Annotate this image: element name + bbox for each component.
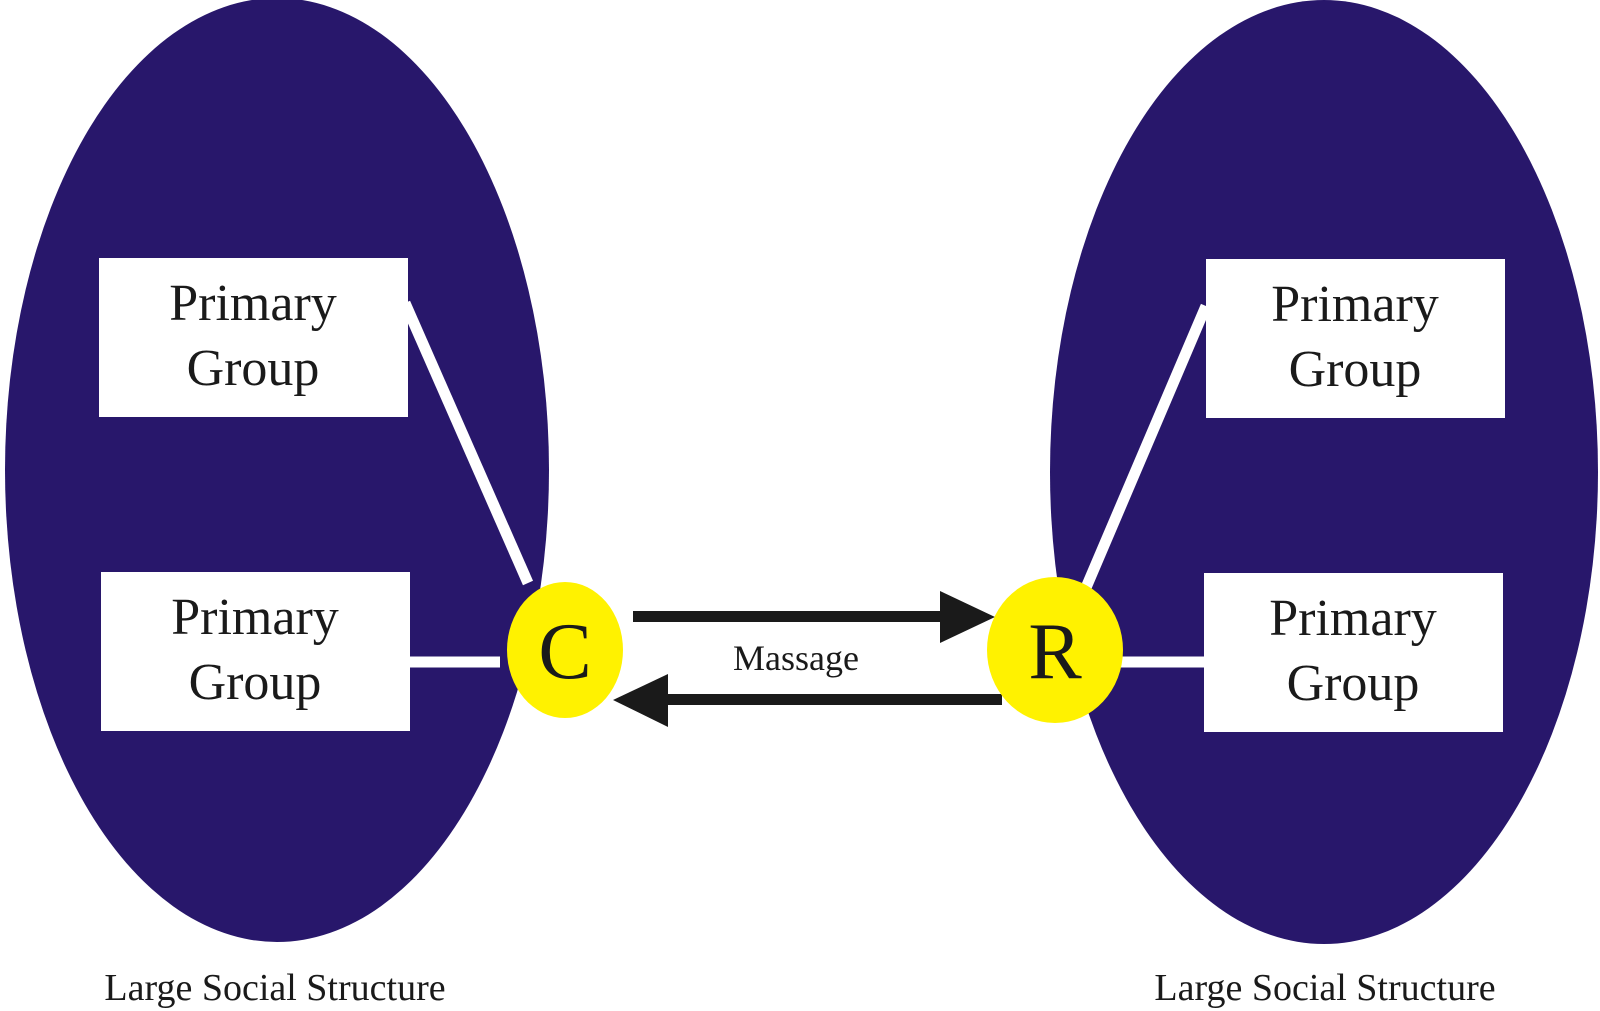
node-label-c: C bbox=[538, 608, 591, 696]
right-primary-group-2: Primary Group bbox=[1204, 573, 1503, 732]
node-label-r: R bbox=[1028, 608, 1082, 696]
right-structure-caption: Large Social Structure bbox=[1154, 967, 1495, 1009]
left-primary-group-1: Primary Group bbox=[99, 258, 408, 417]
receiver-node: R bbox=[987, 577, 1123, 723]
group-label-line1: Primary bbox=[169, 275, 337, 332]
right-top-connector bbox=[1079, 303, 1212, 593]
right-primary-group-1: Primary Group bbox=[1206, 259, 1505, 418]
group-label-line1: Primary bbox=[171, 589, 339, 646]
group-label-line2: Group bbox=[1289, 341, 1422, 398]
left-structure-caption: Large Social Structure bbox=[104, 967, 445, 1009]
group-label-line2: Group bbox=[187, 340, 320, 397]
communicator-node: C bbox=[507, 582, 623, 718]
group-label-line1: Primary bbox=[1269, 590, 1437, 647]
arrow-c-to-r bbox=[633, 591, 995, 643]
left-structure-ellipse bbox=[5, 0, 549, 942]
message-label: Massage bbox=[733, 638, 859, 678]
group-label-line2: Group bbox=[189, 654, 322, 711]
group-label-line1: Primary bbox=[1271, 276, 1439, 333]
left-primary-group-2: Primary Group bbox=[101, 572, 410, 731]
arrow-r-to-c bbox=[613, 674, 1002, 727]
group-label-line2: Group bbox=[1287, 655, 1420, 712]
left-top-connector bbox=[399, 300, 534, 586]
